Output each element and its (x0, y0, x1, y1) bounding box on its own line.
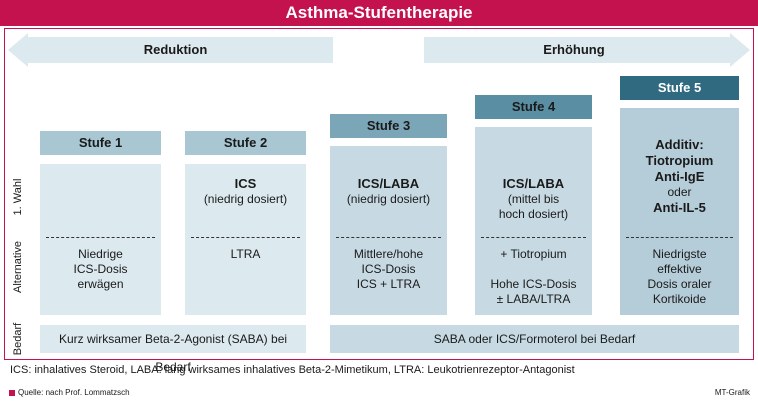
stage-1-alt-line: erwägen (77, 277, 124, 291)
stage-5-alt-line: effektive (657, 262, 702, 276)
row-label-first-choice: 1. Wahl (12, 178, 24, 216)
row-label-bedarf: Bedarf (12, 322, 24, 356)
stage-5-first-title: Additiv: (655, 137, 704, 152)
increase-label: Erhöhung (543, 42, 605, 57)
stage-1-alternative: Niedrige ICS-Dosis erwägen (40, 247, 161, 292)
stage-5-first-title: Anti-IgE (654, 169, 705, 184)
source-marker-icon (9, 390, 15, 396)
stage-3-box (330, 146, 447, 315)
stage-3-alt-line: ICS + LTRA (356, 277, 421, 291)
stage-5-alt-line: Dosis oraler (647, 277, 712, 291)
stage-4-alt-line: ± LABA/LTRA (496, 292, 571, 306)
stage-3-first-title: ICS/LABA (357, 176, 420, 191)
page-title: Asthma-Stufentherapie (0, 0, 758, 26)
stage-2-alt-line: LTRA (230, 247, 261, 261)
stage-5-alt-line: Niedrigste (652, 247, 707, 261)
stage-5-first-choice: Additiv: Tiotropium Anti-IgE oder Anti-I… (620, 137, 739, 216)
stage-5-box (620, 108, 739, 315)
bedarf-left: Kurz wirksamer Beta-2-Agonist (SABA) bei… (40, 325, 306, 374)
stage-4-divider (481, 237, 586, 238)
stage-2-alternative: LTRA (185, 247, 306, 262)
stage-4-header: Stufe 4 (475, 95, 592, 119)
stage-5-first-title: Tiotropium (645, 153, 714, 168)
stage-3-alt-line: ICS-Dosis (361, 262, 416, 276)
stage-3-alternative: Mittlere/hohe ICS-Dosis ICS + LTRA (330, 247, 447, 292)
stage-4-first-title: ICS/LABA (502, 176, 565, 191)
increase-arrow-icon (424, 33, 750, 67)
row-label-alternative: Alternative (12, 241, 24, 293)
stage-4-alternative: + Tiotropium Hohe ICS-Dosis ± LABA/LTRA (475, 247, 592, 307)
bedarf-right: SABA oder ICS/Formoterol bei Bedarf (330, 325, 739, 353)
stage-5-header: Stufe 5 (620, 76, 739, 100)
stage-3-divider (336, 237, 441, 238)
stage-2-first-choice: ICS (niedrig dosiert) (185, 176, 306, 207)
reduction-arrow-icon (8, 33, 333, 67)
stage-4-first-choice: ICS/LABA (mittel bis hoch dosiert) (475, 176, 592, 222)
stage-4-alt-line: + Tiotropium (500, 247, 567, 261)
stage-1-header: Stufe 1 (40, 131, 161, 155)
stage-5-alternative: Niedrigste effektive Dosis oraler Kortik… (620, 247, 739, 307)
stage-2-first-line: (niedrig dosiert) (203, 192, 288, 206)
stage-5-first-line: oder (667, 185, 692, 199)
stage-3-header: Stufe 3 (330, 114, 447, 138)
stage-5-divider (626, 237, 733, 238)
stage-5-alt-line: Kortikoide (652, 292, 707, 306)
stage-2-first-title: ICS (234, 176, 257, 191)
footnote: ICS: inhalatives Steroid, LABA: lang wir… (10, 364, 575, 376)
stage-3-first-line: (niedrig dosiert) (346, 192, 431, 206)
stage-1-alt-line: Niedrige (78, 247, 123, 261)
stage-2-divider (191, 237, 300, 238)
diagram-frame (4, 28, 754, 360)
stage-4-alt-spacer (475, 262, 592, 277)
stage-3-first-choice: ICS/LABA (niedrig dosiert) (330, 176, 447, 207)
stage-2-header: Stufe 2 (185, 131, 306, 155)
stage-2-box (185, 164, 306, 315)
stage-1-box (40, 164, 161, 315)
stage-1-alt-line: ICS-Dosis (73, 262, 128, 276)
stage-1-divider (46, 237, 155, 238)
stage-3-alt-line: Mittlere/hohe (353, 247, 424, 261)
reduction-label: Reduktion (143, 42, 208, 57)
stage-5-first-title: Anti-IL-5 (653, 200, 706, 215)
stage-4-first-line: hoch dosiert) (498, 207, 569, 221)
credit: MT-Grafik (714, 388, 750, 397)
source: Quelle: nach Prof. Lommatzsch (18, 388, 130, 397)
stage-4-first-line: (mittel bis (507, 192, 560, 206)
stage-4-alt-line: Hohe ICS-Dosis (490, 277, 577, 291)
stage-4-box (475, 127, 592, 315)
